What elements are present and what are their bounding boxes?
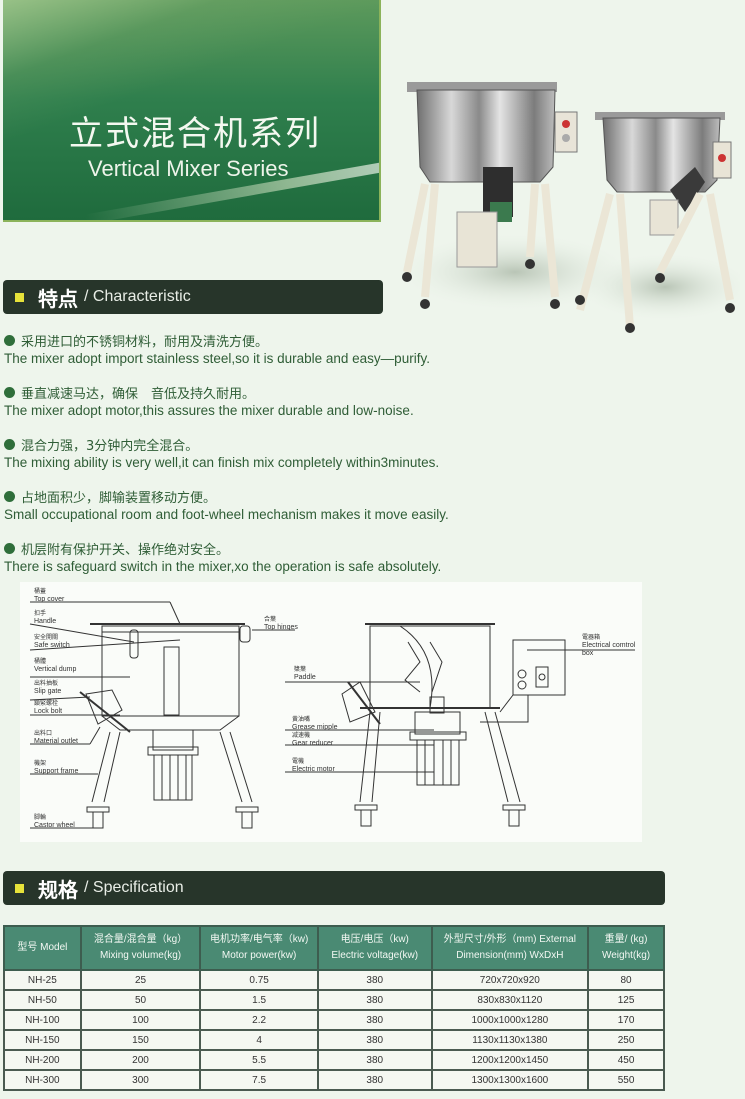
cell-power: 2.2 bbox=[199, 1009, 319, 1031]
cell-voltage: 380 bbox=[316, 1009, 433, 1031]
cell-model: NH-300 bbox=[3, 1069, 82, 1091]
bullet-dot-icon bbox=[4, 439, 15, 450]
col-header-mixing-volume: 混合量/混合量（kg）Mixing volume(kg) bbox=[79, 925, 202, 971]
cell-power: 1.5 bbox=[199, 989, 319, 1011]
cell-model: NH-25 bbox=[3, 969, 82, 991]
cell-dimension: 1000x1000x1280 bbox=[430, 1009, 590, 1031]
cell-power: 7.5 bbox=[199, 1069, 319, 1091]
cell-voltage: 380 bbox=[316, 989, 433, 1011]
feature-item: 混合力强，3分钟内完全混合。 The mixing ability is ver… bbox=[4, 435, 504, 487]
feature-en: Small occupational room and foot-wheel m… bbox=[4, 507, 449, 522]
col-header-model: 型号 Model bbox=[3, 925, 82, 971]
feature-item: 采用进口的不锈铜材料，耐用及清洗方便。 The mixer adopt impo… bbox=[4, 331, 504, 383]
col-header-motor-power: 电机功率/电气率（kw)Motor power(kw) bbox=[199, 925, 319, 971]
cell-weight: 450 bbox=[587, 1049, 665, 1071]
cell-dimension: 1300x1300x1600 bbox=[430, 1069, 590, 1091]
cell-dimension: 1130x1130x1380 bbox=[430, 1029, 590, 1051]
col-header-weight: 重量/ (kg)Weight(kg) bbox=[587, 925, 665, 971]
cell-voltage: 380 bbox=[316, 1069, 433, 1091]
cell-dimension: 720x720x920 bbox=[430, 969, 590, 991]
feature-cn: 机层附有保护开关、操作绝对安全。 bbox=[21, 543, 230, 558]
cell-model: NH-100 bbox=[3, 1009, 82, 1031]
banner-title-en: Vertical Mixer Series bbox=[88, 156, 289, 181]
product-photo bbox=[395, 72, 745, 337]
cell-weight: 125 bbox=[587, 989, 665, 1011]
bullet-dot-icon bbox=[4, 387, 15, 398]
cell-volume: 25 bbox=[79, 969, 202, 991]
cell-power: 4 bbox=[199, 1029, 319, 1051]
feature-cn: 混合力强，3分钟内完全混合。 bbox=[21, 439, 199, 454]
table-row: NH-100 100 2.2 380 1000x1000x1280 170 bbox=[3, 1009, 665, 1031]
feature-en: The mixing ability is very well,it can f… bbox=[4, 455, 440, 470]
banner-title-cn: 立式混合机系列 bbox=[69, 114, 321, 154]
feature-en: The mixer adopt motor,this assures the m… bbox=[4, 403, 414, 418]
cell-voltage: 380 bbox=[316, 1029, 433, 1051]
section-title-en: / Characteristic bbox=[84, 288, 191, 305]
cell-dimension: 830x830x1120 bbox=[430, 989, 590, 1011]
feature-item: 垂直减速马达，确保 音低及持久耐用。 The mixer adopt motor… bbox=[4, 383, 504, 435]
hero-banner: 立式混合机系列 Vertical Mixer Series bbox=[3, 0, 381, 222]
table-row: NH-300 300 7.5 380 1300x1300x1600 550 bbox=[3, 1069, 665, 1091]
table-header-row: 型号 Model 混合量/混合量（kg）Mixing volume(kg) 电机… bbox=[3, 925, 665, 971]
feature-en: The mixer adopt import stainless steel,s… bbox=[4, 351, 430, 366]
feature-cn: 垂直减速马达，确保 音低及持久耐用。 bbox=[21, 387, 256, 402]
cell-volume: 150 bbox=[79, 1029, 202, 1051]
cell-voltage: 380 bbox=[316, 1049, 433, 1071]
section-title-cn: 特点 bbox=[38, 286, 78, 311]
table-row: NH-50 50 1.5 380 830x830x1120 125 bbox=[3, 989, 665, 1011]
bullet-dot-icon bbox=[4, 543, 15, 554]
cell-power: 0.75 bbox=[199, 969, 319, 991]
feature-item: 机层附有保护开关、操作绝对安全。 There is safeguard swit… bbox=[4, 539, 504, 591]
feature-list: 采用进口的不锈铜材料，耐用及清洗方便。 The mixer adopt impo… bbox=[4, 331, 504, 591]
table-row: NH-150 150 4 380 1130x1130x1380 250 bbox=[3, 1029, 665, 1051]
bullet-dot-icon bbox=[4, 335, 15, 346]
cell-weight: 250 bbox=[587, 1029, 665, 1051]
cell-volume: 300 bbox=[79, 1069, 202, 1091]
section-title-en: / Specification bbox=[84, 879, 184, 896]
feature-cn: 占地面积少，脚输装置移动方便。 bbox=[21, 491, 217, 506]
feature-en: There is safeguard switch in the mixer,x… bbox=[4, 559, 442, 574]
square-bullet-icon bbox=[15, 883, 24, 893]
col-header-voltage: 电压/电压（kw)Electric voltage(kw) bbox=[316, 925, 433, 971]
cell-weight: 170 bbox=[587, 1009, 665, 1031]
specification-table: 型号 Model 混合量/混合量（kg）Mixing volume(kg) 电机… bbox=[3, 925, 665, 1091]
cell-weight: 80 bbox=[587, 969, 665, 991]
characteristic-section-header: 特点 / Characteristic bbox=[3, 280, 383, 314]
feature-item: 占地面积少，脚输装置移动方便。 Small occupational room … bbox=[4, 487, 504, 539]
cell-volume: 200 bbox=[79, 1049, 202, 1071]
bullet-dot-icon bbox=[4, 491, 15, 502]
cell-weight: 550 bbox=[587, 1069, 665, 1091]
section-title-cn: 规格 bbox=[38, 877, 78, 902]
cell-dimension: 1200x1200x1450 bbox=[430, 1049, 590, 1071]
table-row: NH-200 200 5.5 380 1200x1200x1450 450 bbox=[3, 1049, 665, 1071]
cell-model: NH-150 bbox=[3, 1029, 82, 1051]
specification-section-header: 规格 / Specification bbox=[3, 871, 665, 905]
table-row: NH-25 25 0.75 380 720x720x920 80 bbox=[3, 969, 665, 991]
feature-cn: 采用进口的不锈铜材料，耐用及清洗方便。 bbox=[21, 335, 269, 350]
square-bullet-icon bbox=[15, 292, 24, 302]
cell-power: 5.5 bbox=[199, 1049, 319, 1071]
cell-model: NH-50 bbox=[3, 989, 82, 1011]
cell-model: NH-200 bbox=[3, 1049, 82, 1071]
cell-volume: 100 bbox=[79, 1009, 202, 1031]
cell-volume: 50 bbox=[79, 989, 202, 1011]
cell-voltage: 380 bbox=[316, 969, 433, 991]
